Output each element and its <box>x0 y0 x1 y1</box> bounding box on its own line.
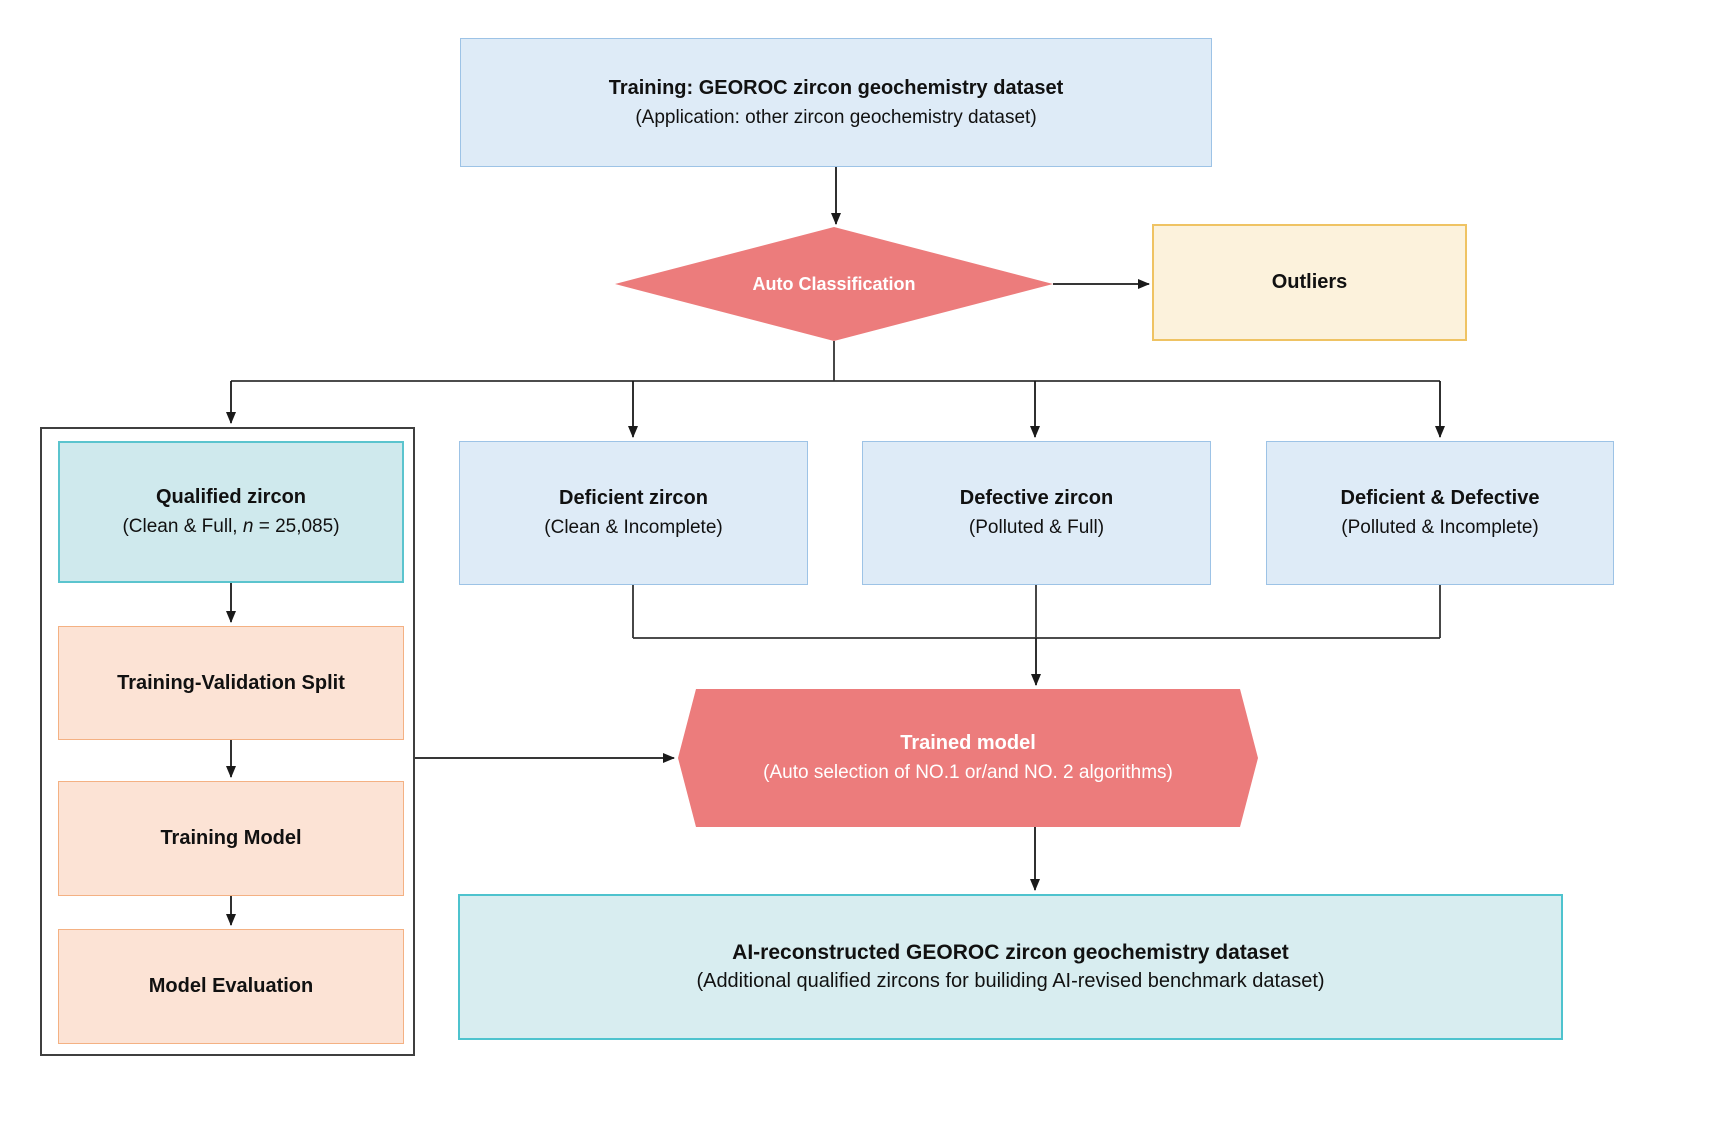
deficient-defective-box: Deficient & Defective (Polluted & Incomp… <box>1266 441 1614 585</box>
deficient-zircon-box: Deficient zircon (Clean & Incomplete) <box>459 441 808 585</box>
qualified-subtitle-suffix: = 25,085) <box>253 516 340 537</box>
model-evaluation-label: Model Evaluation <box>148 975 314 997</box>
qualified-workflow-frame <box>40 427 415 1056</box>
qualified-zircon-title: Qualified zircon <box>155 486 307 508</box>
auto-classification-label-wrap: Auto Classification <box>684 227 984 341</box>
auto-classification-diamond <box>615 227 1053 341</box>
ai-reconstructed-subtitle: (Additional qualified zircons for builid… <box>696 970 1325 992</box>
training-dataset-box: Training: GEOROC zircon geochemistry dat… <box>460 38 1212 167</box>
auto-classification-label: Auto Classification <box>752 273 916 294</box>
deficient-zircon-title: Deficient zircon <box>559 487 708 509</box>
defective-zircon-subtitle: (Polluted & Full) <box>968 517 1105 538</box>
training-model-label: Training Model <box>160 827 302 849</box>
trained-model-label-wrap: Trained model (Auto selection of NO.1 or… <box>688 689 1248 827</box>
qualified-zircon-box: Qualified zircon (Clean & Full, n = 25,0… <box>58 441 404 583</box>
training-validation-split-label: Training-Validation Split <box>117 671 345 694</box>
deficient-defective-title: Deficient & Defective <box>1340 487 1540 509</box>
training-validation-split-box: Training-Validation Split <box>58 626 404 740</box>
qualified-zircon-subtitle: (Clean & Full, n = 25,085) <box>122 512 339 541</box>
training-dataset-subtitle: (Application: other zircon geochemistry … <box>635 106 1037 128</box>
training-model-box: Training Model <box>58 781 404 896</box>
outliers-label: Outliers <box>1271 271 1348 293</box>
trained-model-subtitle: (Auto selection of NO.1 or/and NO. 2 alg… <box>763 762 1173 783</box>
deficient-defective-subtitle: (Polluted & Incomplete) <box>1341 517 1539 538</box>
trained-model-title: Trained model <box>900 732 1036 754</box>
model-evaluation-box: Model Evaluation <box>58 929 404 1044</box>
qualified-n-symbol: n <box>242 516 254 537</box>
deficient-zircon-subtitle: (Clean & Incomplete) <box>544 517 723 538</box>
ai-reconstructed-dataset-box: AI-reconstructed GEOROC zircon geochemis… <box>458 894 1563 1040</box>
defective-zircon-box: Defective zircon (Polluted & Full) <box>862 441 1211 585</box>
trained-model-hexagon <box>678 689 1258 827</box>
ai-reconstructed-title: AI-reconstructed GEOROC zircon geochemis… <box>732 941 1289 964</box>
outliers-box: Outliers <box>1152 224 1467 341</box>
training-dataset-title: Training: GEOROC zircon geochemistry dat… <box>608 76 1064 99</box>
qualified-subtitle-prefix: (Clean & Full, <box>122 516 243 537</box>
defective-zircon-title: Defective zircon <box>959 487 1114 509</box>
